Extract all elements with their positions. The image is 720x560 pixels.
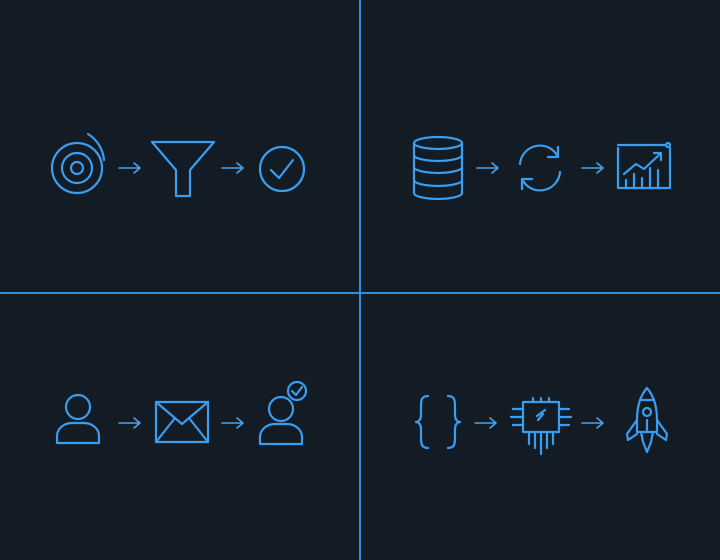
check-circle-icon (257, 144, 307, 194)
horizontal-divider (0, 292, 720, 294)
database-icon (411, 135, 465, 201)
arrow-right-icon (117, 415, 143, 431)
chip-icon (509, 396, 573, 456)
arrow-right-icon (475, 160, 501, 176)
user-icon (54, 392, 102, 446)
target-icon (50, 130, 106, 196)
growth-chart-icon (616, 140, 672, 192)
funnel-icon (150, 140, 216, 200)
verified-user-icon (257, 380, 311, 447)
envelope-icon (154, 400, 210, 444)
arrow-right-icon (580, 160, 606, 176)
sync-icon (514, 142, 566, 194)
arrow-right-icon (220, 415, 246, 431)
arrow-right-icon (220, 160, 246, 176)
rocket-icon (624, 386, 670, 456)
code-braces-icon (414, 394, 462, 450)
arrow-right-icon (117, 160, 143, 176)
arrow-right-icon (580, 415, 606, 431)
vertical-divider (359, 0, 361, 560)
arrow-right-icon (473, 415, 499, 431)
